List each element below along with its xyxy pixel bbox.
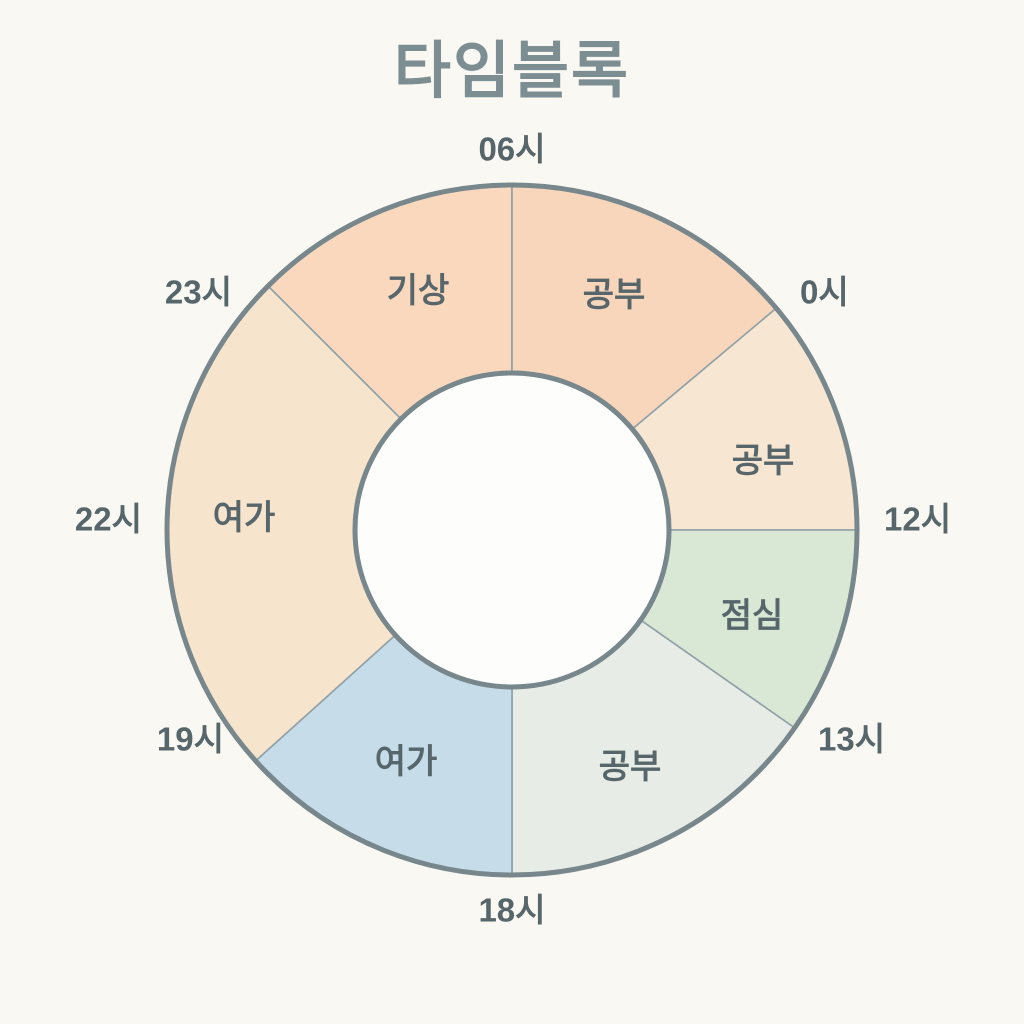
- segment-label: 공부: [732, 442, 795, 480]
- hour-tick-label: 23시: [165, 274, 232, 311]
- segment-label: 여가: [213, 499, 276, 537]
- outer-ring-outline: [164, 182, 860, 878]
- hour-tick-label: 18시: [478, 892, 545, 929]
- donut-hole: [352, 370, 672, 690]
- hour-tick-label: 13시: [818, 721, 885, 758]
- hour-tick-label: 0시: [800, 274, 849, 311]
- donut-wedges: [166, 184, 858, 876]
- segment-label: 기상: [387, 272, 450, 310]
- segment-label: 공부: [599, 748, 662, 786]
- hour-tick-label: 12시: [884, 501, 951, 538]
- page-title: 타임블록: [393, 37, 631, 106]
- hour-tick-label: 19시: [157, 721, 224, 758]
- hour-tick-label: 22시: [75, 501, 142, 538]
- hour-tick-label: 06시: [478, 131, 545, 168]
- segment-label: 공부: [583, 276, 646, 314]
- segment-label: 여가: [375, 743, 438, 781]
- segment-label: 점심: [721, 597, 784, 635]
- tick-labels: 06시 0시 12시 13시 18시 19시 22시 23시: [75, 131, 951, 929]
